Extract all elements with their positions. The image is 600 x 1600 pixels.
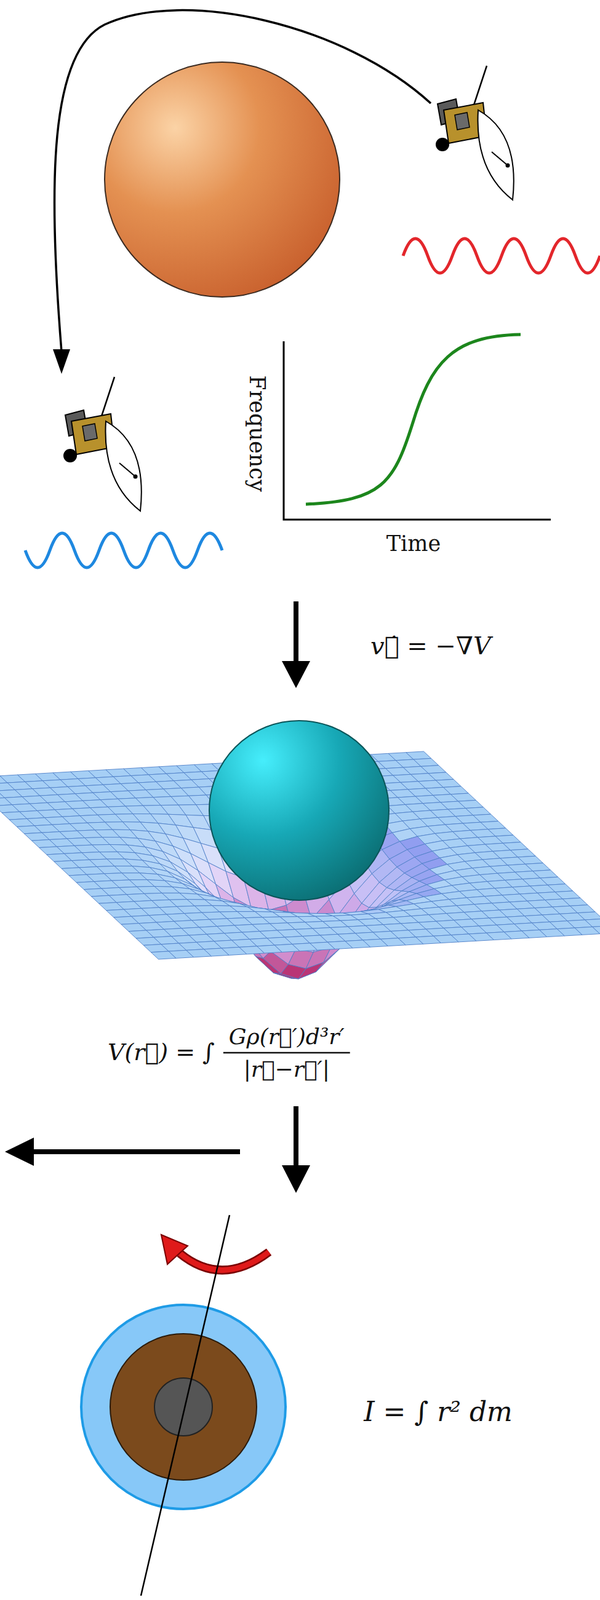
mesh-cell	[420, 766, 447, 775]
mesh-cell	[488, 828, 514, 837]
equation: I = ∫ r² dm	[363, 1398, 513, 1428]
equation: V(r⃗) = ∫	[107, 1040, 215, 1067]
spacecraft	[63, 377, 142, 512]
equation-holder: v⃗̇ = −∇V	[370, 632, 492, 660]
mesh-cell	[480, 821, 506, 830]
equation-numerator: Gρ(r⃗′)d³r′	[228, 1025, 345, 1050]
chart-axes	[283, 341, 551, 520]
rotation-axis	[140, 1216, 230, 1597]
arrowhead	[161, 1235, 188, 1266]
planet	[104, 62, 340, 298]
equation-denominator-holder: |r⃗−r⃗′|	[243, 1057, 330, 1083]
equation-holder: I = ∫ r² dm	[363, 1398, 513, 1428]
arrowhead	[4, 1138, 34, 1167]
mass-sphere	[209, 721, 389, 901]
flow-arrow	[293, 601, 299, 665]
redshift-wave	[403, 238, 600, 274]
ocean-layer	[81, 1305, 286, 1511]
rotation-arrow	[179, 1252, 269, 1272]
mesh-cell	[435, 779, 461, 788]
spacecraft	[435, 65, 514, 200]
equation: v⃗̇ = −∇V	[370, 632, 492, 660]
axis-label-holder: Frequency	[245, 375, 270, 492]
mesh-cell	[413, 758, 439, 767]
mesh-cell	[451, 793, 477, 802]
mesh-cell	[428, 772, 454, 781]
mesh-cell	[465, 808, 492, 816]
rotation-arrow	[179, 1252, 269, 1272]
mesh-cell	[406, 752, 432, 760]
trajectory-arrow	[54, 10, 431, 352]
equation-denominator: |r⃗−r⃗′|	[243, 1057, 330, 1083]
equation-holder: V(r⃗) = ∫	[107, 1040, 215, 1067]
mesh-cell	[555, 891, 581, 900]
mesh-cell	[518, 856, 544, 865]
axis-label: Time	[386, 532, 441, 557]
flow-arrow	[30, 1150, 240, 1156]
mesh-cell	[525, 864, 551, 872]
frequency-curve	[305, 334, 521, 505]
equation-numerator-holder: Gρ(r⃗′)d³r′	[228, 1025, 345, 1050]
mesh-cell	[569, 905, 596, 914]
mesh-cell	[577, 912, 600, 921]
mesh-cell	[473, 814, 499, 823]
mesh-cell	[592, 926, 600, 935]
mesh-cell	[502, 843, 528, 852]
mantle-layer	[110, 1334, 257, 1482]
axis-label: Frequency	[245, 375, 270, 492]
arrowhead	[281, 1166, 311, 1194]
arrowhead	[52, 349, 71, 375]
core-layer	[154, 1379, 213, 1437]
mesh-cell	[443, 787, 469, 796]
mesh-cell	[532, 870, 559, 879]
mesh-cell	[547, 884, 573, 893]
axis-label-holder: Time	[386, 532, 441, 557]
flow-arrow	[293, 1107, 299, 1170]
mesh-cell	[458, 800, 484, 809]
mesh-cell	[562, 898, 588, 907]
arrowhead	[281, 661, 311, 689]
mesh-cell	[495, 835, 521, 844]
fraction-bar	[223, 1052, 351, 1055]
mesh-cell	[585, 919, 600, 928]
mesh-cell	[510, 849, 536, 858]
mesh-cell	[540, 877, 566, 886]
blueshift-wave	[25, 533, 223, 568]
